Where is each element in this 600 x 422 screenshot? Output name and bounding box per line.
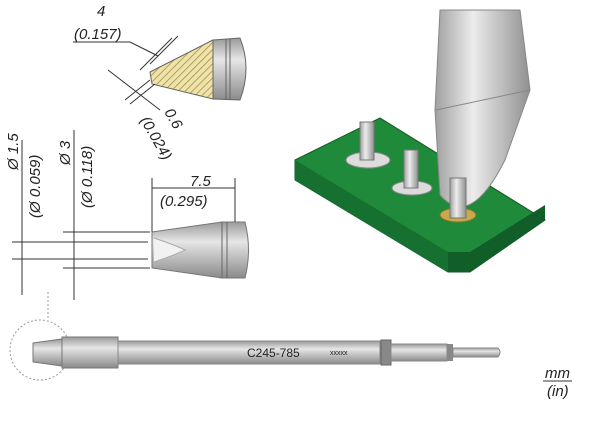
chisel-tip-view: 4 (0.157) 0.6 (0.024) bbox=[73, 3, 247, 163]
chisel-thickness-mm: 0.6 bbox=[161, 106, 186, 133]
unit-in: (in) bbox=[547, 383, 569, 400]
inner-diameter-in: (Ø 0.059) bbox=[27, 155, 44, 218]
chisel-width-in: (0.157) bbox=[74, 26, 122, 43]
cartridge-side-view: C245-785 xxxxx bbox=[9, 292, 501, 381]
outer-diameter-in: (Ø 0.118) bbox=[79, 146, 96, 208]
cartridge-serial: xxxxx bbox=[330, 350, 348, 357]
pcb-illustration bbox=[294, 9, 546, 273]
cartridge-model: C245-785 bbox=[247, 346, 300, 360]
unit-mm: mm bbox=[545, 365, 570, 382]
front-tip-view: 7.5 (0.295) Ø 1.5 (Ø 0.059) Ø 3 (Ø 0.118… bbox=[5, 130, 249, 300]
length-in: (0.295) bbox=[160, 193, 208, 210]
outer-diameter-mm: Ø 3 bbox=[57, 140, 74, 166]
chisel-width-mm: 4 bbox=[97, 3, 105, 20]
units-legend: mm (in) bbox=[543, 365, 572, 400]
length-mm: 7.5 bbox=[190, 173, 212, 190]
inner-diameter-mm: Ø 1.5 bbox=[5, 133, 22, 171]
